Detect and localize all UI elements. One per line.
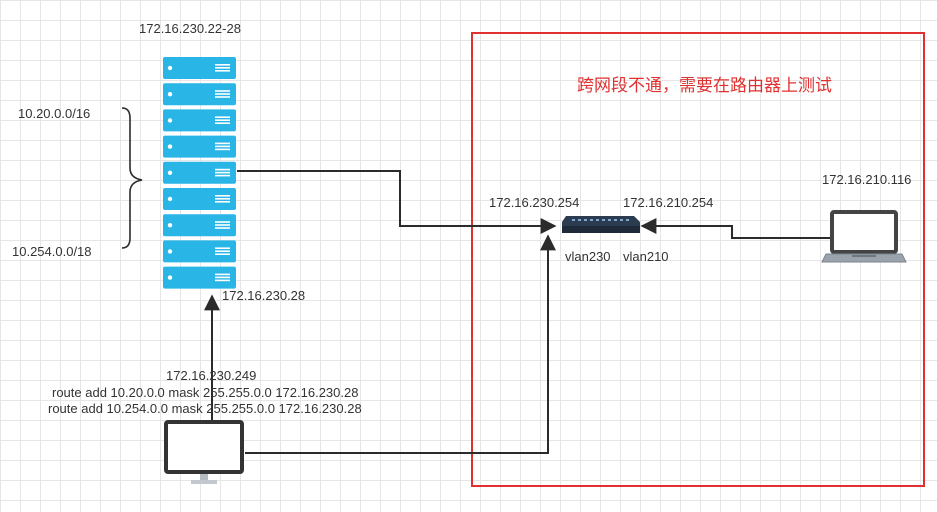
router-switch-icon (562, 216, 640, 233)
desktop-monitor-icon (164, 420, 244, 484)
route-command-2: route add 10.254.0.0 mask 255.255.0.0 17… (48, 401, 362, 416)
server-unit (163, 240, 236, 263)
route-command-1: route add 10.20.0.0 mask 255.255.0.0 172… (52, 385, 358, 400)
curly-brace-icon (121, 107, 143, 249)
router-right-ip-label: 172.16.210.254 (623, 195, 713, 210)
router-left-ip-label: 172.16.230.254 (489, 195, 579, 210)
server-unit (163, 83, 236, 106)
connections (204, 170, 830, 454)
server-range-label: 172.16.230.22-28 (139, 21, 241, 36)
laptop-ip-label: 172.16.210.116 (822, 172, 911, 187)
server-unit (163, 57, 236, 79)
server-unit (163, 161, 236, 184)
laptop-to-router-link (640, 218, 830, 239)
pc-to-router-link (245, 234, 556, 454)
subnet-bottom-label: 10.254.0.0/18 (12, 244, 92, 259)
server-to-router-link (237, 170, 557, 234)
server-unit (163, 188, 236, 210)
server-ip-label: 172.16.230.28 (222, 288, 305, 303)
subnet-top-label: 10.20.0.0/16 (18, 106, 90, 121)
pc-ip-label: 172.16.230.249 (166, 368, 256, 383)
note-text: 跨网段不通，需要在路由器上测试 (577, 76, 832, 96)
server-rack-icon (163, 57, 236, 289)
highlight-box (471, 32, 925, 487)
vlan-left-label: vlan230 (565, 249, 611, 264)
server-unit (163, 135, 236, 158)
laptop-icon (821, 210, 907, 263)
server-unit (163, 266, 236, 289)
server-unit (163, 109, 236, 132)
server-unit (163, 214, 236, 237)
vlan-right-label: vlan210 (623, 249, 669, 264)
